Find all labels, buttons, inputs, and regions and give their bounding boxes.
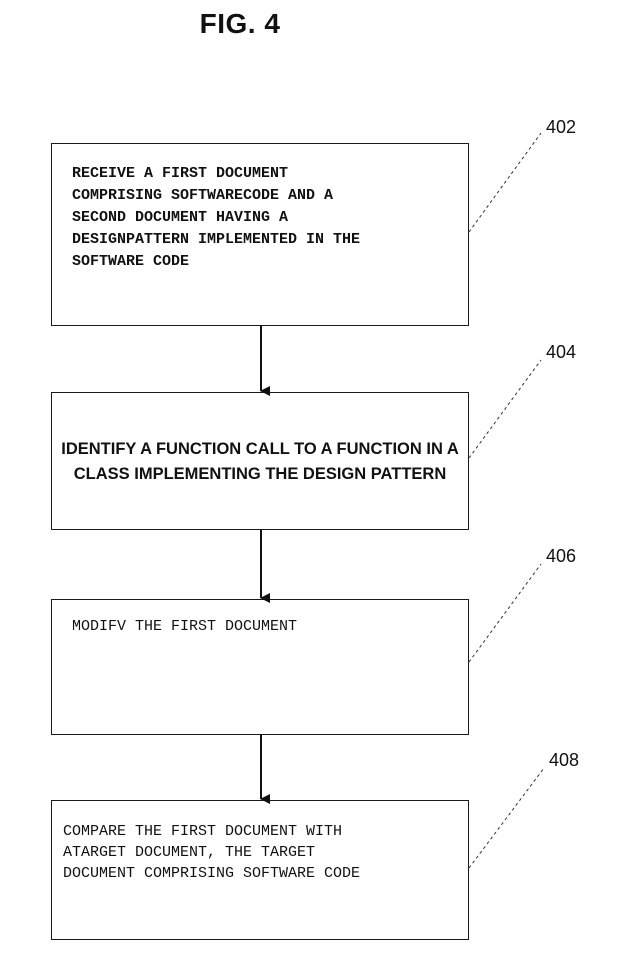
leader-line-406	[468, 563, 542, 663]
step-text-404: IDENTIFY A FUNCTION CALL TO A FUNCTION I…	[61, 440, 459, 483]
figure-title: FIG. 4	[199, 8, 281, 39]
leader-line-402	[468, 132, 542, 233]
step-box-404: IDENTIFY A FUNCTION CALL TO A FUNCTION I…	[51, 392, 469, 530]
step-box-408: COMPARE THE FIRST DOCUMENT WITH ATARGET …	[51, 800, 469, 940]
step-text-402: RECEIVE A FIRST DOCUMENT COMPRISING SOFT…	[72, 165, 361, 270]
step-text-408: COMPARE THE FIRST DOCUMENT WITH ATARGET …	[63, 823, 361, 882]
step-text-406: MODIFV THE FIRST DOCUMENT	[72, 618, 298, 635]
leader-line-404	[468, 359, 542, 459]
step-box-402: RECEIVE A FIRST DOCUMENT COMPRISING SOFT…	[51, 143, 469, 326]
ref-label-408: 408	[549, 750, 580, 770]
ref-label-406: 406	[546, 546, 577, 566]
ref-label-402: 402	[546, 117, 577, 137]
step-box-406: MODIFV THE FIRST DOCUMENT	[51, 599, 469, 735]
leader-line-408	[468, 767, 545, 869]
ref-label-404: 404	[546, 342, 577, 362]
